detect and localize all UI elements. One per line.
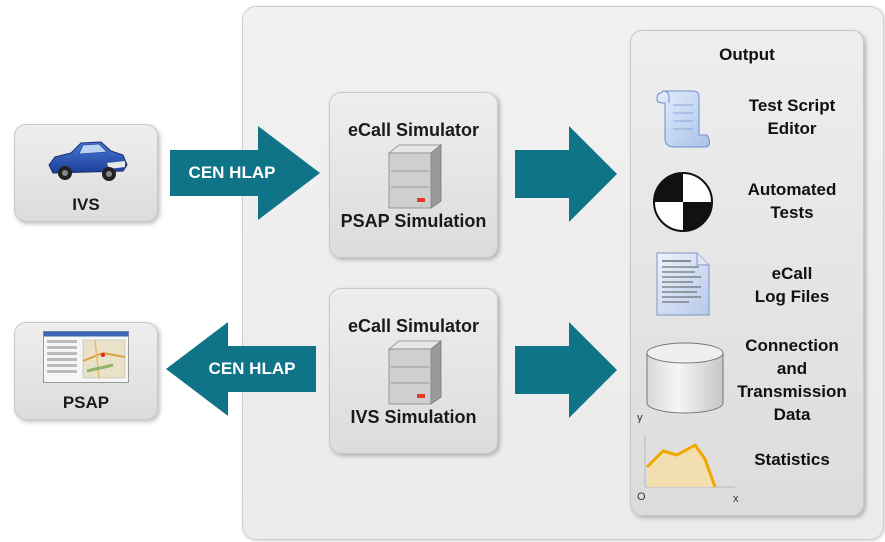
output-item-line: Test Script xyxy=(748,96,836,115)
simulator-title: eCall Simulator xyxy=(347,120,480,140)
output-item-line: Log Files xyxy=(754,287,830,306)
scroll-icon xyxy=(656,90,710,148)
output-item-line: eCall xyxy=(771,264,813,283)
output-item-line: Tests xyxy=(770,203,814,222)
output-item-line: Transmission xyxy=(737,382,847,401)
ivs-node: IVS xyxy=(14,124,158,222)
chart-icon: O x xyxy=(637,435,739,505)
server-icon xyxy=(387,144,443,209)
output-title: Output xyxy=(719,45,775,64)
car-icon xyxy=(48,141,128,181)
output-item-line: Statistics xyxy=(754,450,830,469)
arrow-to-output-top xyxy=(515,126,617,222)
simulator-subtitle: IVS Simulation xyxy=(350,407,477,427)
chart-axis-x-label: x xyxy=(733,493,739,505)
output-item-connection-data: Connection and Transmission Data xyxy=(727,334,857,426)
output-item-line: Editor xyxy=(767,119,817,138)
ivs-label: IVS xyxy=(72,195,100,214)
output-box: Output Test Script Editor Automated Test… xyxy=(630,30,864,516)
output-item-line: Automated xyxy=(747,180,837,199)
arrow-label-top: CEN HLAP xyxy=(188,163,276,182)
map-screenshot-icon xyxy=(43,331,129,383)
output-item-automated-tests: Automated Tests xyxy=(727,178,857,224)
output-item-ecall-log-files: eCall Log Files xyxy=(727,262,857,308)
output-item-statistics: Statistics xyxy=(727,448,857,471)
checker-disc-icon xyxy=(653,172,713,232)
document-icon xyxy=(656,252,710,316)
cylinder-icon: y xyxy=(637,342,724,423)
simulator-subtitle: PSAP Simulation xyxy=(340,211,487,231)
simulator-ivs-box: eCall Simulator IVS Simulation xyxy=(329,288,498,454)
simulator-psap-box: eCall Simulator PSAP Simulation xyxy=(329,92,498,258)
arrow-to-output-bottom xyxy=(515,322,617,418)
output-item-test-script-editor: Test Script Editor xyxy=(727,94,857,140)
server-icon xyxy=(387,340,443,405)
psap-label: PSAP xyxy=(62,393,110,412)
arrow-label-bottom: CEN HLAP xyxy=(208,359,296,378)
arrow-left-cen-hlap xyxy=(166,322,316,416)
simulator-title: eCall Simulator xyxy=(347,316,480,336)
chart-origin-label: O xyxy=(637,491,646,503)
chart-axis-y-label: y xyxy=(637,412,643,423)
output-item-line: Connection xyxy=(745,336,839,355)
output-item-line: and xyxy=(776,359,808,378)
psap-node: PSAP xyxy=(14,322,158,420)
arrow-right-cen-hlap xyxy=(170,126,320,220)
output-item-line: Data xyxy=(773,405,811,424)
